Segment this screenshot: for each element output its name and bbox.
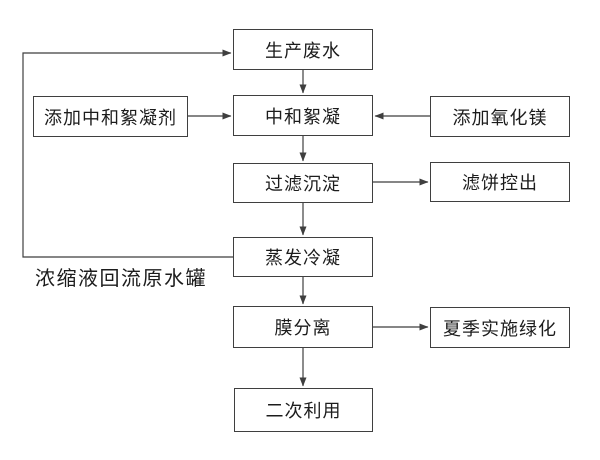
feedback-edge-label: 浓缩液回流原水罐	[35, 268, 207, 290]
node-add-neutralizing-flocculant: 添加中和絮凝剂	[33, 96, 188, 137]
node-neutralization-flocculation: 中和絮凝	[233, 95, 373, 136]
node-filter-cake-removal: 滤饼控出	[430, 162, 570, 202]
node-filtration-sedimentation: 过滤沉淀	[233, 163, 373, 203]
node-add-magnesium-oxide: 添加氧化镁	[430, 96, 570, 137]
node-production-wastewater: 生产废水	[233, 29, 373, 70]
node-membrane-separation: 膜分离	[233, 306, 373, 348]
node-evaporation-condensation: 蒸发冷凝	[233, 237, 373, 277]
node-secondary-use: 二次利用	[234, 388, 373, 432]
arrow-evaporate-to-production-feedback	[22, 52, 233, 258]
node-summer-greening: 夏季实施绿化	[430, 307, 570, 348]
